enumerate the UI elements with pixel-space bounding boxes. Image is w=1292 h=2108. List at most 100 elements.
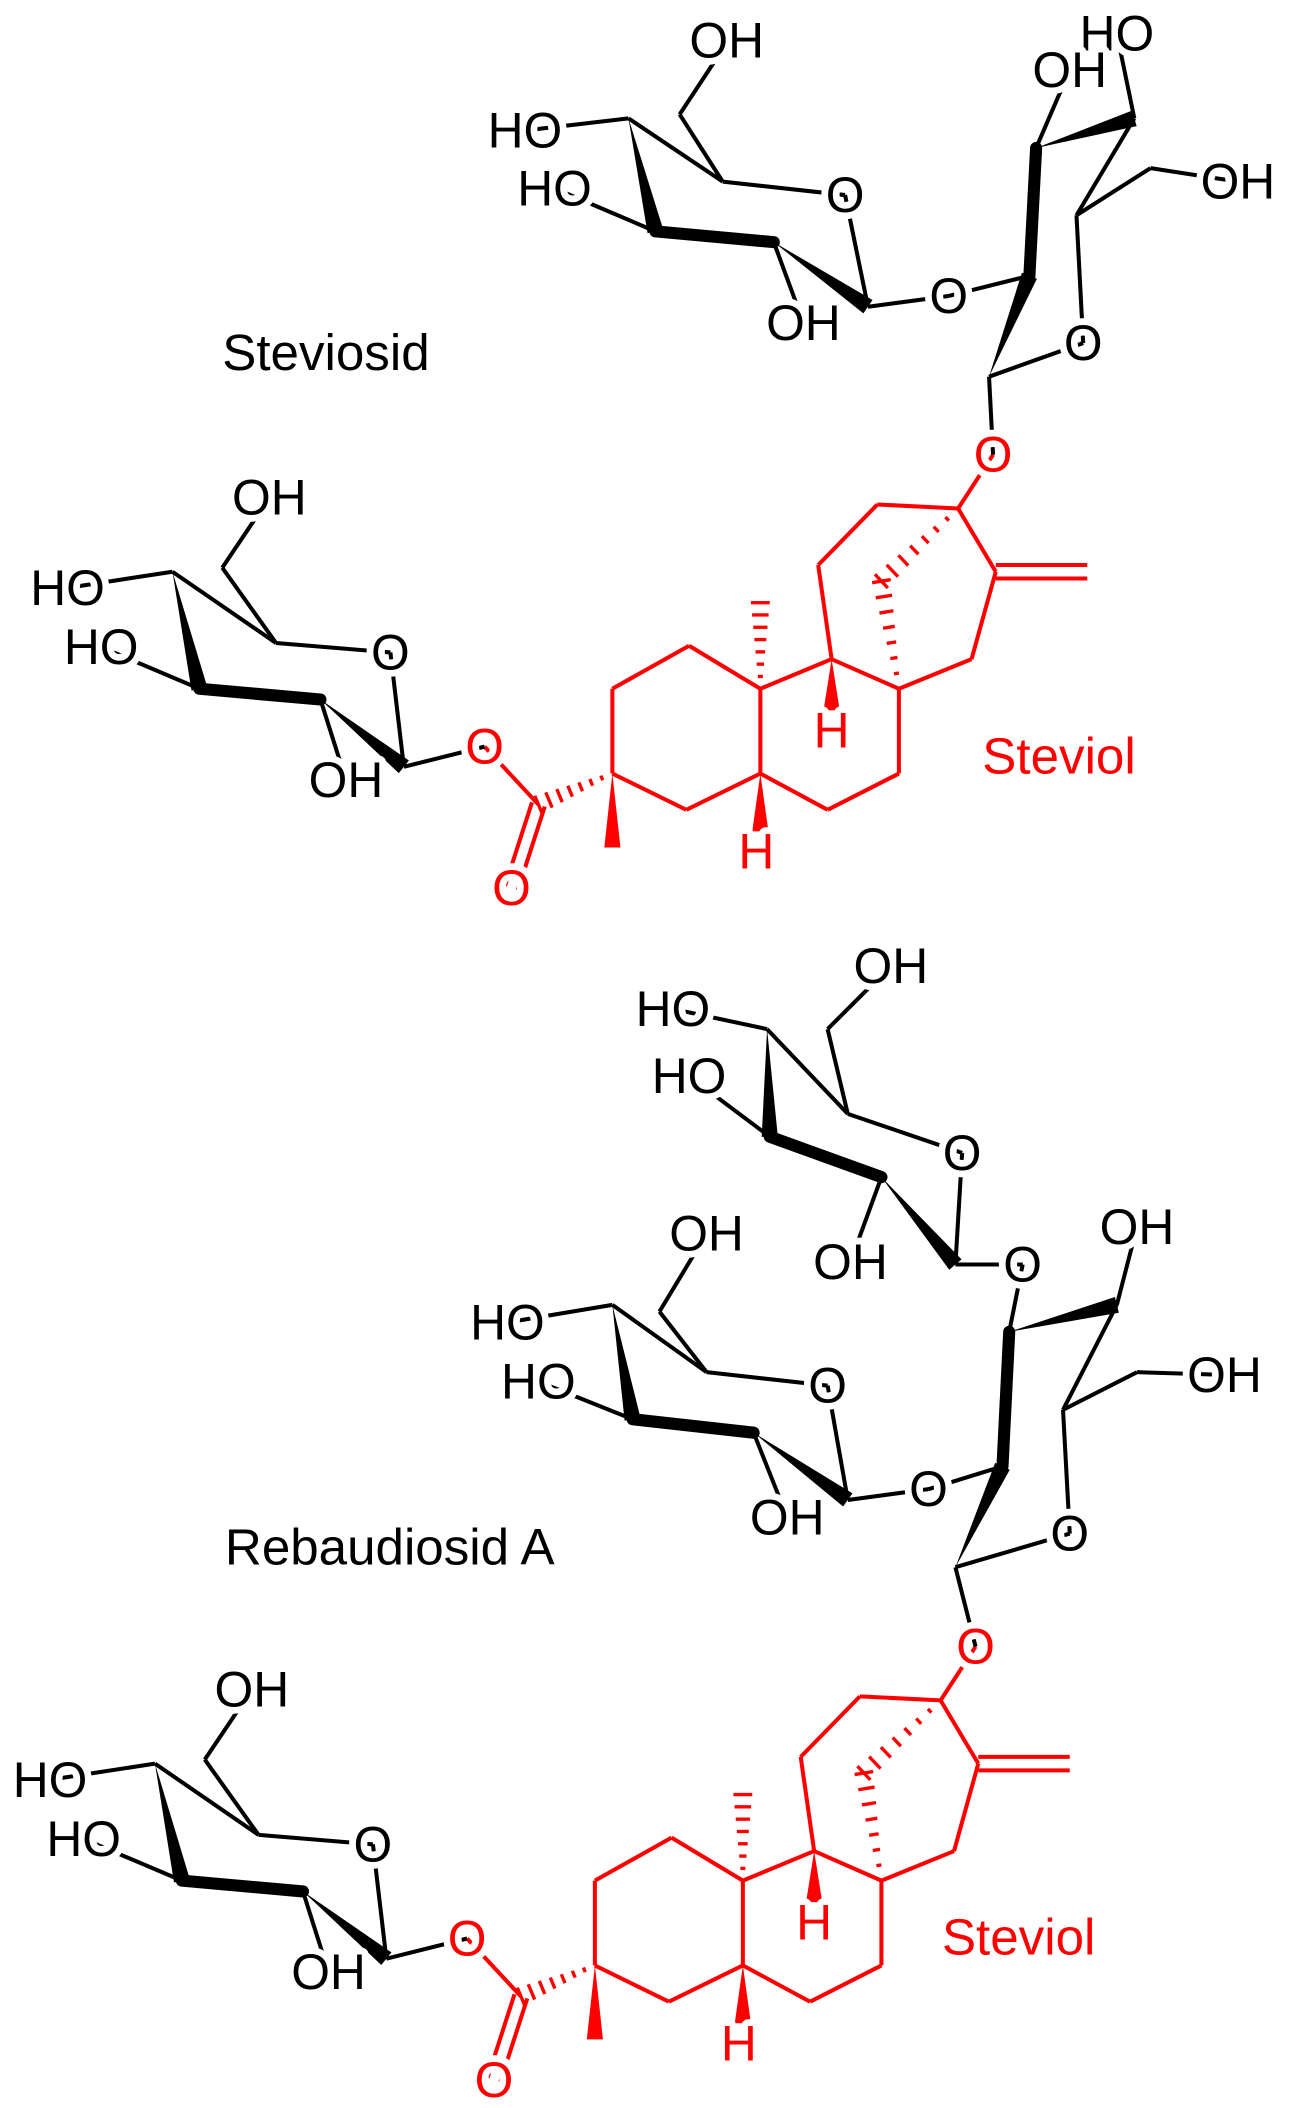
hashed-bond [908,544,920,556]
single-bond [537,1379,634,1422]
single-bond [1062,1370,1138,1412]
atom-label-oh: OH [215,1662,290,1718]
single-bond [524,116,629,133]
wedge-bond [823,659,840,711]
single-bond [465,1937,523,1998]
single-bond [153,1761,260,1837]
steviol-label-top: Steviol [982,728,1135,785]
atom-label-o: O [909,1461,948,1517]
hashed-bond [891,1736,903,1748]
hashed-bond [868,1832,879,1837]
single-bond [847,1111,963,1155]
single-bond [611,643,691,691]
hashed-bond [854,1769,874,1777]
single-bond [1007,1264,1025,1333]
bold-bond [1023,141,1043,282]
single-bond [49,1761,156,1782]
single-bond [667,1963,744,2004]
single-bond [220,566,278,645]
stevioside-title: Steviosid [222,324,429,381]
hashed-bond [872,1847,881,1853]
atom-label-oh: OH [813,1234,888,1290]
atom-label-ho: HO [13,1752,88,1808]
atom-label-ho: HO [46,1811,121,1867]
hashed-bond [865,1816,878,1822]
single-bond [826,771,900,812]
single-bond [611,1303,708,1374]
atom-label-oh: OH [854,938,929,994]
hashed-bond [867,1755,882,1770]
single-bond [657,1310,709,1374]
single-bond [1034,69,1072,149]
hashed-bond [875,593,893,600]
single-bond [825,1028,850,1115]
single-bond [927,1464,1004,1492]
single-bond [670,1835,744,1883]
single-bond [830,657,900,691]
atom-label-o: O [354,1816,393,1872]
double-bond [498,1997,530,2083]
hashed-bond [537,1980,547,1995]
atom-label-h: H [738,824,774,880]
single-bond [859,1694,941,1703]
single-bond [385,1936,468,1961]
hashed-bond [885,563,900,578]
single-bond [1061,1409,1072,1534]
hashed-bond [890,655,898,661]
wedge-bond [734,1965,751,2024]
single-bond [825,1385,850,1501]
single-bond [370,1844,389,1959]
single-bond [67,569,173,590]
single-bond [956,453,995,510]
atom-label-o: O [1064,315,1103,371]
wedge-bond [612,1304,641,1421]
single-bond [867,293,949,309]
single-bond [553,186,657,234]
single-bond [1061,1303,1119,1411]
atom-label-ho: HO [30,560,105,616]
single-bond [765,1027,850,1116]
single-bond [771,241,806,324]
atom-label-oh: OH [1032,42,1107,98]
atom-label-o: O [475,2052,514,2108]
double-bond [485,1993,517,2079]
single-bond [826,964,893,1031]
single-bond [954,1531,1071,1570]
double-bond [515,805,547,891]
atom-label-ho: HO [636,981,711,1037]
wedge-bond [628,118,664,234]
single-bond [880,1849,955,1883]
hashed-bond [903,1726,913,1737]
atom-label-h: H [796,1894,832,1950]
wedge-bond [1009,1297,1119,1332]
single-bond [938,1645,978,1702]
single-bond [388,652,406,768]
single-bond [301,1890,331,1973]
hashed-bond [882,624,896,630]
hashed-bond [914,1717,923,1725]
single-bond [952,1763,981,1852]
single-bond [203,1758,261,1837]
hashed-bond [897,554,910,567]
hashed-bond [926,1707,933,1714]
bold-bond [996,1325,1016,1473]
single-bond [742,1849,815,1883]
single-bond [843,194,870,308]
atom-label-h: H [721,2015,757,2071]
atom-label-o: O [448,1910,487,1966]
hashed-bond [570,1970,577,1979]
atom-label-o: O [929,268,968,324]
hashed-bond [886,640,897,646]
rebaudioside-a-title: Rebaudiosid A [225,1519,555,1576]
single-bond [611,771,688,812]
single-bond [483,745,540,806]
single-bond [848,1176,884,1263]
single-bond [275,641,391,655]
wedge-bond [806,1851,823,1903]
single-bond [220,496,272,569]
single-bond [956,507,998,573]
atom-label-oh: OH [1187,1347,1262,1403]
single-bond [751,1431,790,1519]
single-bond [722,179,846,198]
wedge-bond [989,272,1037,377]
